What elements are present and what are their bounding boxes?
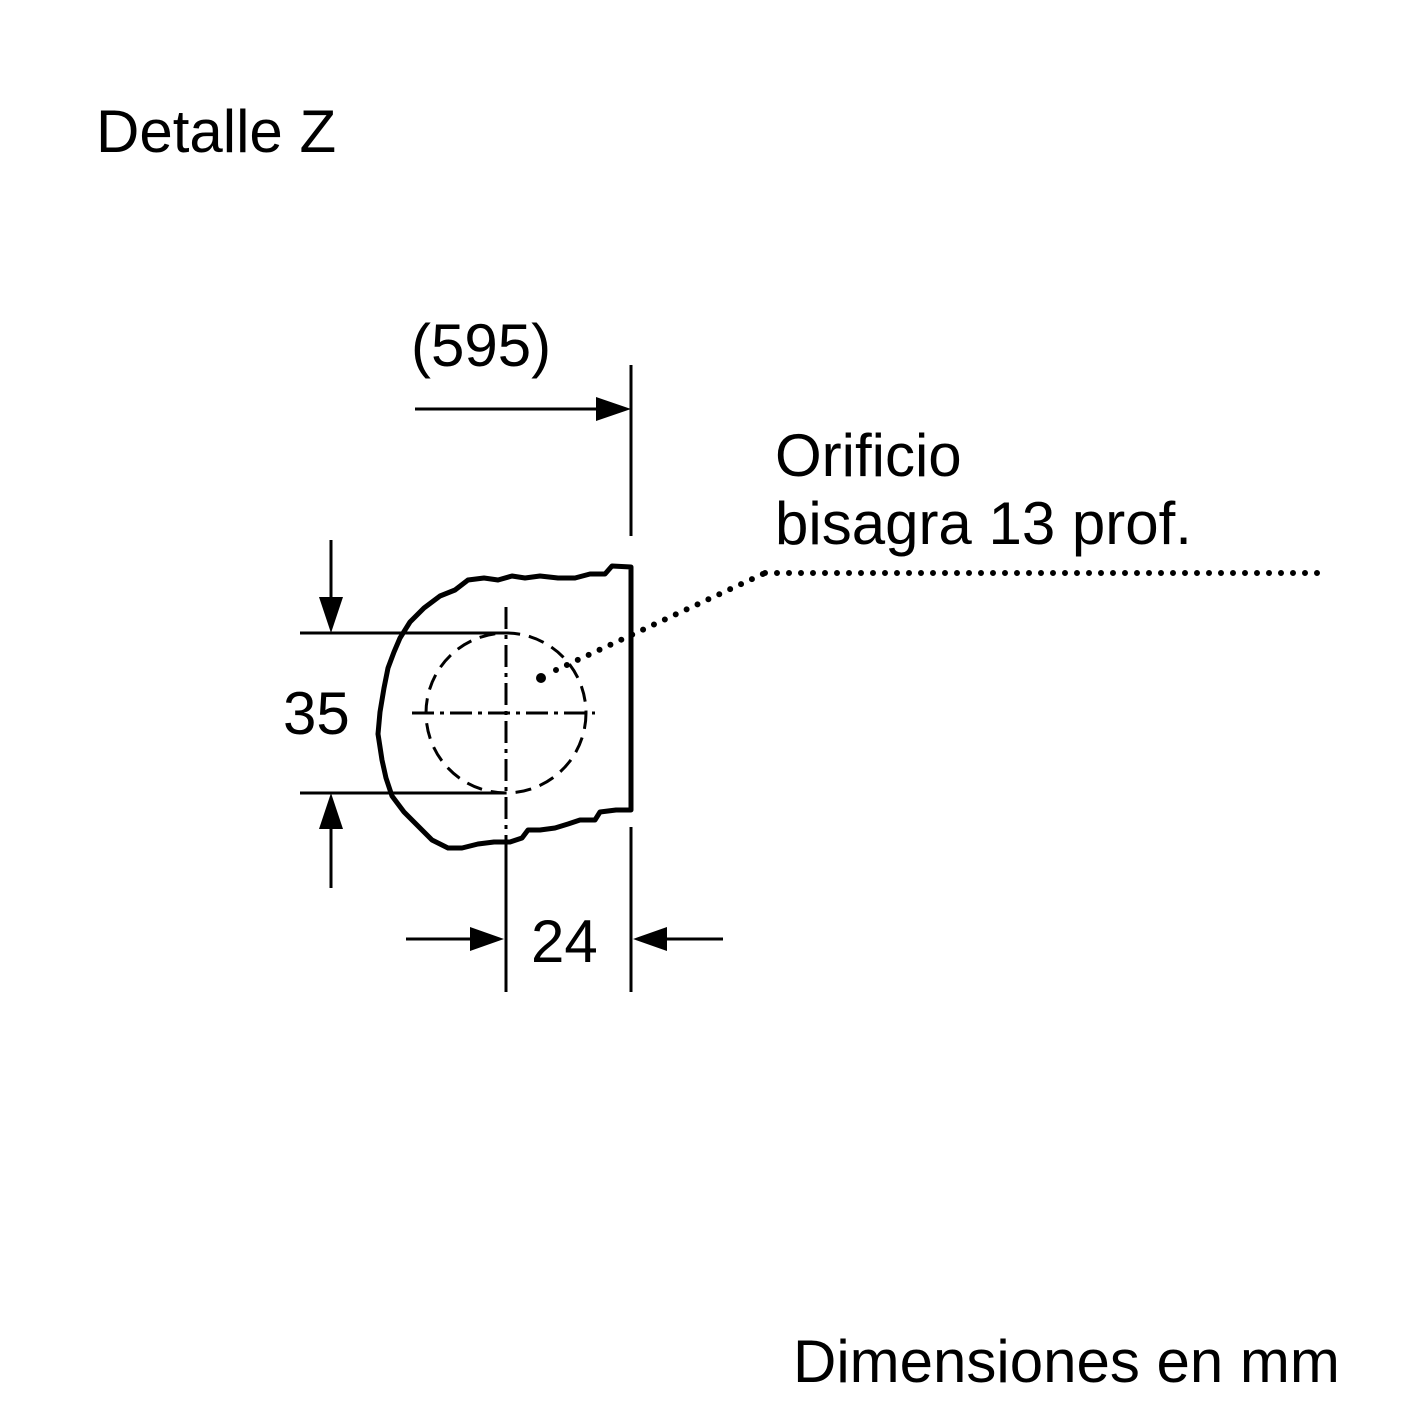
- center-lines: [412, 607, 595, 992]
- units-note: Dimensiones en mm: [793, 1328, 1340, 1395]
- dimension-35: [300, 540, 506, 888]
- dimension-label-595: (595): [411, 312, 552, 379]
- dimension-label-24: 24: [531, 908, 598, 975]
- annotation-leader: [536, 570, 1323, 683]
- dimension-595: [415, 365, 633, 536]
- annotation-line-1: Orificio: [775, 422, 962, 489]
- part-outline: [375, 563, 634, 851]
- drawing-title: Detalle Z: [96, 98, 337, 165]
- annotation-line-2: bisagra 13 prof.: [775, 490, 1192, 557]
- dimension-label-35: 35: [283, 680, 350, 747]
- dimension-24: [406, 827, 723, 992]
